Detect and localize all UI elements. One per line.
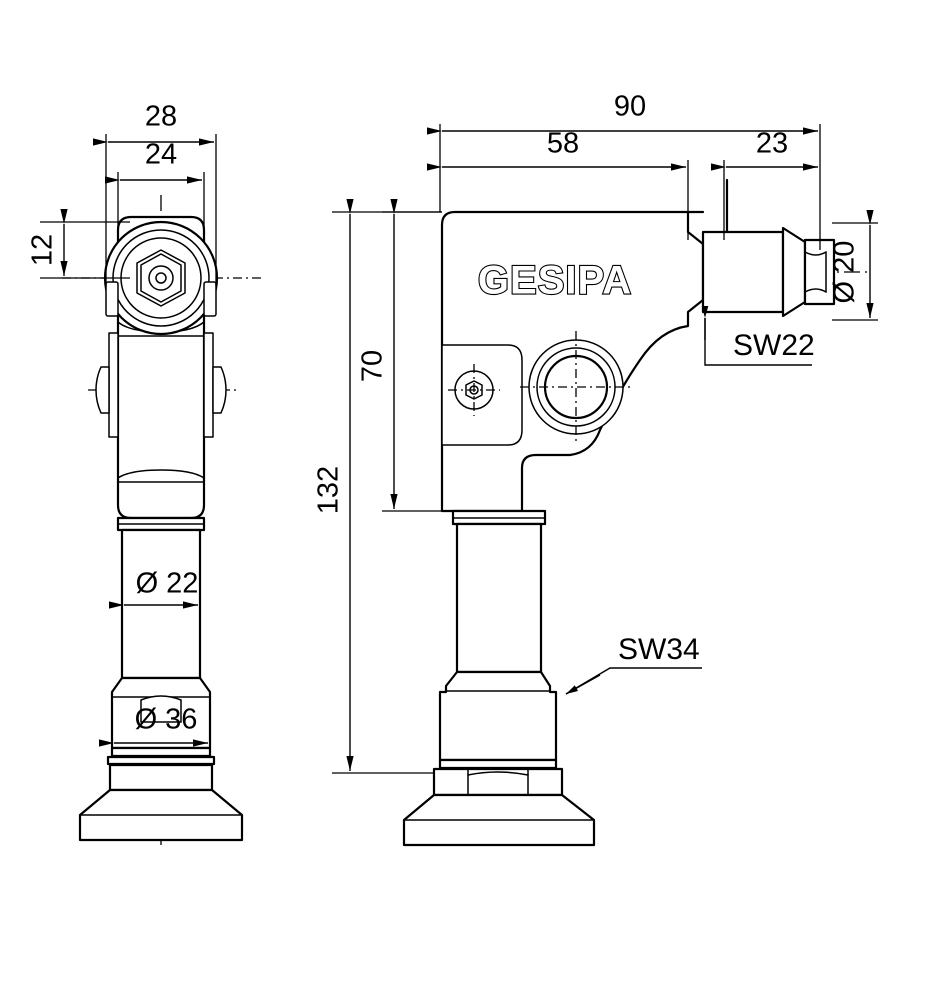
note-sw34-leader [565,667,702,695]
side-nose-barrel [701,230,785,314]
side-base-ring [432,767,564,797]
note-sw22: SW22 [701,306,815,366]
dim-d22-label: Ø 22 [136,568,199,600]
dim-58: 58 [427,128,689,240]
front-view: 28 24 12 Ø 22 Ø 36 [27,101,262,845]
side-nose-tip-arc-2 [804,288,827,293]
front-right-lug [212,366,227,414]
front-nut-notch [140,695,182,723]
note-sw34-label: SW34 [618,633,700,666]
dim-d20: Ø 20 [829,210,878,321]
side-washer-1 [438,758,558,770]
dim-12-label: 12 [27,234,59,266]
note-sw34-arrow [565,674,601,695]
front-left-rail [108,332,119,438]
dim-28: 28 [93,101,217,286]
front-base-ring [108,763,214,792]
dim-132-label: 132 [313,466,345,514]
side-nose-tip-arc-1 [804,251,827,256]
gesipa-logo: GESIPA [478,259,632,303]
dim-d36-label: Ø 36 [135,704,198,736]
note-sw34: SW34 [565,633,702,695]
dim-d20-label: Ø 20 [829,241,861,304]
dim-28-label: 28 [145,101,177,133]
dim-70: 70 [357,199,453,512]
front-right-tab-upper [203,281,217,317]
dim-58-label: 58 [547,128,579,160]
dim-24-label: 24 [145,139,177,171]
front-left-tab-upper [105,281,119,317]
dim-24: 24 [105,139,205,240]
front-washer-1 [110,746,212,758]
side-sw34-nut [438,670,558,762]
dim-d36: Ø 36 [99,704,208,747]
note-sw22-label: SW22 [733,329,815,362]
front-shaft [120,528,202,680]
front-left-lug [95,366,110,414]
front-right-rail [203,332,214,438]
dim-90-label: 90 [614,91,646,123]
front-center-bore-inner [155,272,167,284]
front-body-lower-arc [117,469,205,479]
dim-70-label: 70 [357,350,389,382]
dim-d22: Ø 22 [109,568,199,609]
front-washer-2 [106,755,216,766]
side-base-notch-arc [467,771,529,776]
dim-132: 132 [313,199,442,774]
side-view: GESIPA 90 58 [313,91,878,847]
dim-23: 23 [711,128,818,240]
side-shaft [455,522,543,674]
dim-12: 12 [27,209,130,279]
dim-90: 90 [427,91,821,250]
dim-23-label: 23 [756,128,788,160]
side-nose-taper [781,226,807,318]
